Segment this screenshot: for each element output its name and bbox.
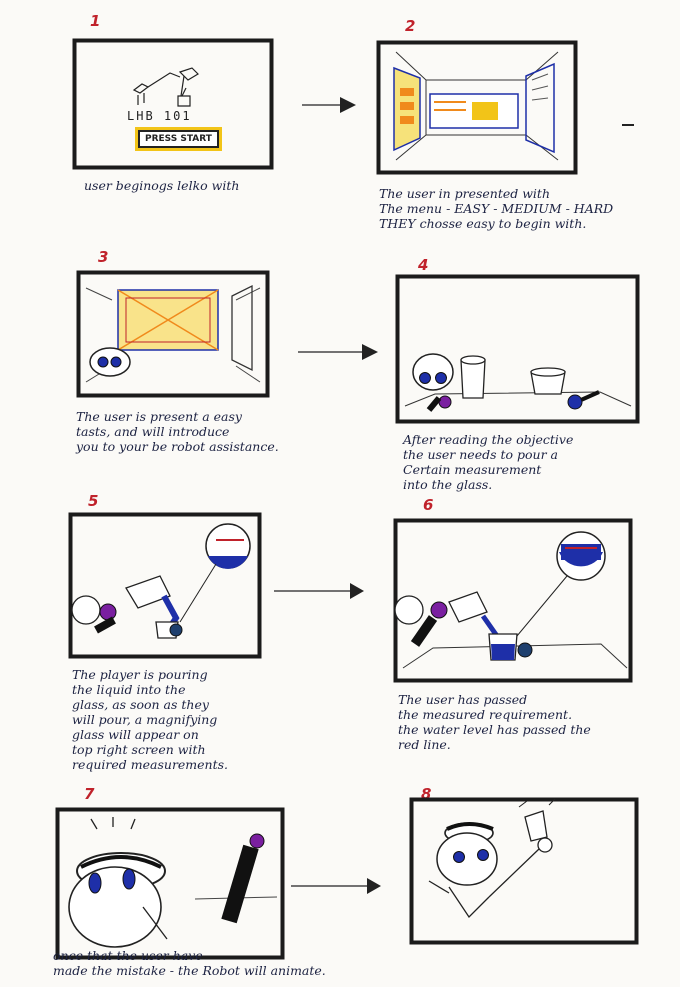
tilted-beaker — [448, 591, 500, 638]
panel-6-caption: The user has passed the measured require… — [398, 692, 591, 752]
side-panel — [231, 284, 253, 372]
logo-text: LHB 101 — [127, 109, 192, 123]
panel-number-7: 7 — [84, 785, 95, 803]
menu-panel-center — [429, 93, 519, 129]
arrow-right-icon — [274, 583, 364, 599]
robot-hand-holding-beaker — [488, 798, 556, 898]
panel-number-2: 2 — [405, 17, 416, 35]
glass-being-filled — [488, 633, 533, 661]
press-start-button[interactable]: PRESS START — [135, 127, 222, 151]
menu-panel-left — [393, 66, 421, 152]
robot-hand — [567, 390, 600, 410]
panel-7-caption: once that the user have made the mistake… — [53, 948, 326, 978]
panel-8-frame — [409, 797, 639, 945]
panel-5-frame — [68, 512, 262, 659]
panel-4-caption: After reading the objective the user nee… — [403, 432, 574, 492]
stray-mark — [622, 124, 634, 126]
magnifying-glass — [179, 523, 251, 623]
panel-7-frame — [55, 807, 285, 960]
menu-panel-right — [525, 62, 555, 154]
robot-assistant — [412, 353, 454, 412]
robot-face-closeup — [68, 817, 168, 948]
panel-number-8: 8 — [421, 785, 432, 803]
panel-3-caption: The user is present a easy tasts, and wi… — [76, 409, 279, 454]
panel-number-5: 5 — [88, 492, 99, 510]
arrow-right-icon — [291, 878, 381, 894]
panel-2-caption: The user in presented with The menu - EA… — [379, 186, 614, 231]
measuring-beaker — [460, 355, 486, 399]
robot-arm — [221, 833, 265, 924]
panel-number-4: 4 — [418, 256, 429, 274]
glass-being-filled — [155, 621, 183, 639]
robot-assistant — [89, 347, 131, 377]
robot-assistant — [71, 595, 117, 634]
panel-2-frame — [376, 40, 578, 175]
panel-1-caption: user beginogs lelko with — [84, 178, 240, 193]
task-window — [117, 289, 219, 351]
panel-3-frame — [76, 270, 270, 398]
panel-6-frame — [393, 518, 633, 683]
panel-number-1: 1 — [90, 12, 101, 30]
logo-sketch — [132, 67, 199, 107]
robot-assistant — [394, 595, 448, 647]
panel-1-sketch — [72, 38, 274, 170]
empty-glass — [530, 367, 566, 395]
panel-number-3: 3 — [98, 248, 109, 266]
robot-assistant — [428, 822, 498, 919]
arrow-right-icon — [302, 97, 356, 113]
arrow-right-icon — [298, 344, 378, 360]
panel-4-frame — [395, 274, 640, 424]
panel-5-caption: The player is pouring the liquid into th… — [72, 667, 229, 772]
panel-number-6: 6 — [423, 496, 434, 514]
panel-1-frame: LHB 101 PRESS START — [72, 38, 274, 170]
magnifying-glass — [516, 531, 606, 637]
